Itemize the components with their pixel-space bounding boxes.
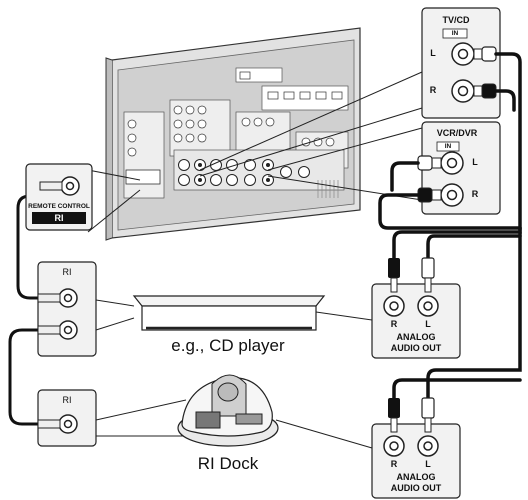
analog-out-2-line1: ANALOG: [396, 472, 436, 482]
ri-jack-1-label: RI: [62, 267, 72, 277]
analog-out-1-left: L: [425, 319, 431, 329]
analog-out-2-line2: AUDIO OUT: [390, 483, 442, 493]
receiver-rear-panel: [105, 27, 361, 241]
tvcd-right-label: R: [429, 85, 437, 95]
analog-out-1-right: R: [390, 319, 398, 329]
ri-jack-panel-2: [37, 389, 192, 447]
analog-out-2-right: R: [390, 459, 398, 469]
vcrdvr-inputs-panel: [417, 121, 501, 215]
cd-player-device: [132, 295, 373, 331]
vcrdvr-label: VCR/DVR: [436, 128, 478, 138]
ri-dock-caption: RI Dock: [197, 454, 259, 473]
remote-control-panel: [25, 163, 93, 231]
analog-out-panel-1: [371, 257, 461, 359]
analog-out-1-line2: AUDIO OUT: [390, 343, 442, 353]
tvcd-left-label: L: [430, 48, 436, 58]
tvcd-inputs-panel: [421, 7, 501, 119]
remote-control-label: REMOTE CONTROL: [28, 203, 90, 210]
tvcd-in-label: IN: [451, 30, 459, 37]
tvcd-label: TV/CD: [442, 15, 470, 25]
remote-ri-badge: RI: [54, 213, 64, 223]
analog-out-2-left: L: [425, 459, 431, 469]
leader-lines: [87, 71, 423, 233]
analog-out-panel-2: [371, 397, 461, 499]
ri-jack-panel-1: [37, 261, 135, 357]
vcrdvr-left-label: L: [472, 157, 478, 167]
vcrdvr-right-label: R: [471, 189, 479, 199]
ri-jack-2-label: RI: [62, 395, 72, 405]
cd-player-caption: e.g., CD player: [171, 336, 285, 355]
analog-out-1-line1: ANALOG: [396, 332, 436, 342]
audio-cables: [8, 52, 522, 426]
ri-dock-device: [177, 374, 373, 449]
vcrdvr-in-label: IN: [444, 143, 452, 150]
